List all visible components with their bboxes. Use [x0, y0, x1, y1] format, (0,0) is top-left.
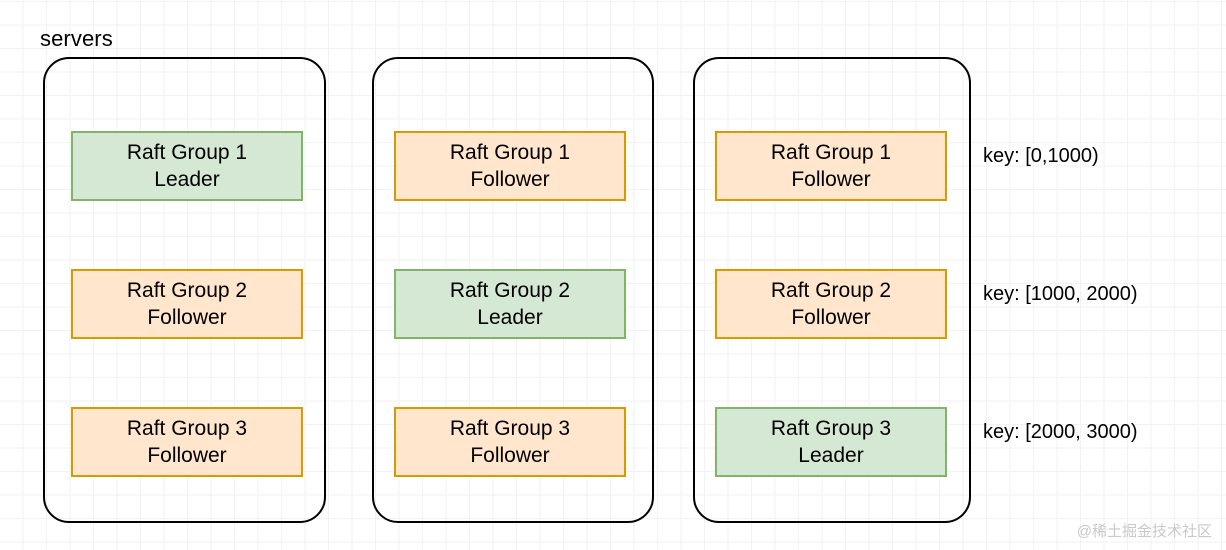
server-container-2	[372, 57, 654, 523]
raft-group-label: Raft Group 3	[449, 417, 571, 440]
watermark: @稀土掘金技术社区	[1076, 523, 1212, 540]
raft-node-s3-g3[interactable]: Raft Group 3 Leader	[715, 407, 947, 477]
raft-group-label: Raft Group 1	[449, 141, 571, 164]
key-range-label-1: key: [0,1000)	[983, 145, 1099, 167]
raft-role-label: Leader	[477, 306, 543, 329]
raft-group-label: Raft Group 2	[126, 279, 248, 302]
page-title: servers	[40, 26, 113, 51]
key-range-label-2: key: [1000, 2000)	[983, 283, 1138, 305]
raft-group-label: Raft Group 2	[449, 279, 571, 302]
raft-role-label: Leader	[154, 168, 220, 191]
raft-role-label: Follower	[470, 168, 550, 191]
raft-node-s1-g2[interactable]: Raft Group 2 Follower	[71, 269, 303, 339]
raft-node-s3-g1[interactable]: Raft Group 1 Follower	[715, 131, 947, 201]
raft-group-label: Raft Group 1	[126, 141, 248, 164]
raft-group-label: Raft Group 3	[770, 417, 892, 440]
raft-role-label: Follower	[147, 306, 227, 329]
raft-node-s2-g2[interactable]: Raft Group 2 Leader	[394, 269, 626, 339]
raft-group-label: Raft Group 1	[770, 141, 892, 164]
raft-node-s1-g3[interactable]: Raft Group 3 Follower	[71, 407, 303, 477]
raft-group-label: Raft Group 2	[770, 279, 892, 302]
raft-node-s2-g3[interactable]: Raft Group 3 Follower	[394, 407, 626, 477]
raft-role-label: Follower	[791, 168, 871, 191]
server-container-3	[693, 57, 971, 523]
raft-role-label: Follower	[147, 444, 227, 467]
raft-node-s3-g2[interactable]: Raft Group 2 Follower	[715, 269, 947, 339]
raft-group-label: Raft Group 3	[126, 417, 248, 440]
raft-role-label: Follower	[470, 444, 550, 467]
raft-node-s1-g1[interactable]: Raft Group 1 Leader	[71, 131, 303, 201]
server-container-1	[43, 57, 326, 523]
key-range-label-3: key: [2000, 3000)	[983, 421, 1138, 443]
raft-node-s2-g1[interactable]: Raft Group 1 Follower	[394, 131, 626, 201]
raft-role-label: Leader	[798, 444, 864, 467]
raft-role-label: Follower	[791, 306, 871, 329]
